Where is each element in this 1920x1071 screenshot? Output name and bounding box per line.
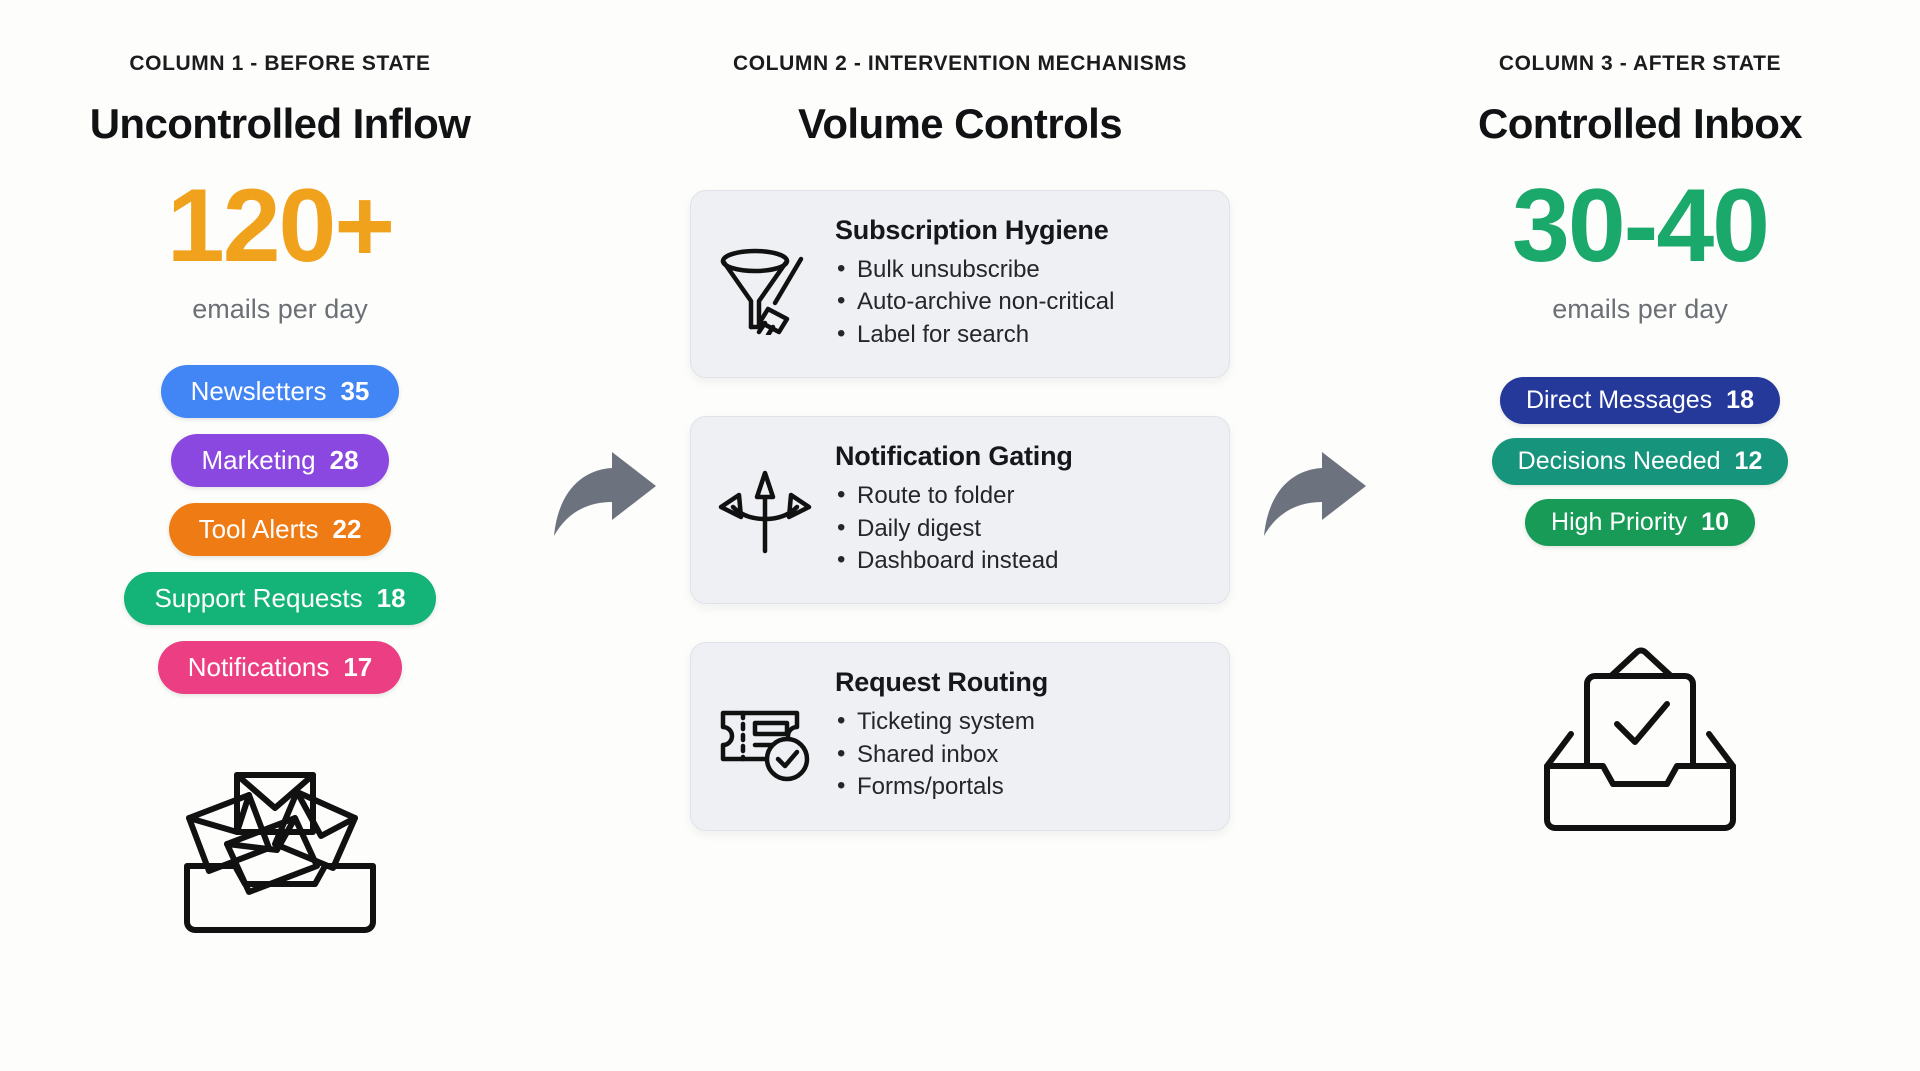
column-before-state: COLUMN 1 - BEFORE STATE Uncontrolled Inf… [30,0,530,940]
list-item: Notifications 17 [157,641,403,694]
pill-label: Direct Messages [1526,386,1713,414]
column-1-eyebrow: COLUMN 1 - BEFORE STATE [129,52,431,75]
list-item: Ticketing system [835,705,1203,738]
pill-label: Notifications [187,652,330,682]
pill-label: Newsletters [190,376,327,406]
list-item: Forms/portals [835,770,1203,803]
column-3-caption: emails per day [1552,294,1728,324]
card-title: Notification Gating [835,441,1073,472]
column-3-title: Controlled Inbox [1477,100,1803,147]
arrow-split-icon [713,457,817,561]
pill-count: 17 [343,652,373,682]
connector-arrow-1-container [530,0,680,1071]
list-item: Dashboard instead [835,544,1203,577]
overflowing-inbox-icon [165,740,395,940]
list-item: Shared inbox [835,738,1203,771]
list-item: Tool Alerts 22 [168,503,392,556]
column-3-eyebrow: COLUMN 3 - AFTER STATE [1498,52,1782,75]
column-1-big-number: 120+ [166,168,395,284]
list-item: Daily digest [835,512,1203,545]
list-item: Label for search [835,318,1203,351]
card-title: Subscription Hygiene [835,215,1109,245]
ticket-check-icon [713,683,817,787]
list-item: Decisions Needed 12 [1491,438,1789,485]
card-title: Request Routing [835,667,1048,698]
column-1-title: Uncontrolled Inflow [89,100,471,147]
pill-count: 28 [329,445,359,475]
before-category-pill-list: Newsletters 35 Marketing 28 Tool Alerts … [124,365,436,694]
column-1-caption: emails per day [192,294,368,324]
card-bullet-list: Ticketing system Shared inbox Forms/port… [835,705,1203,803]
list-item: Auto-archive non-critical [835,285,1203,318]
card-bullet-list: Route to folder Daily digest Dashboard i… [835,479,1203,577]
after-category-pill-list: Direct Messages 18 Decisions Needed 12 H… [1491,377,1789,546]
inbox-check-icon [1525,638,1755,838]
card-body: Subscription Hygiene Bulk unsubscribe Au… [835,215,1203,351]
card-body: Request Routing Ticketing system Shared … [835,667,1203,803]
column-2-title: Volume Controls [798,100,1123,147]
pill-count: 18 [1726,386,1754,414]
card-request-routing[interactable]: Request Routing Ticketing system Shared … [690,642,1230,831]
pill-label: Marketing [201,445,316,475]
list-item: Bulk unsubscribe [835,253,1203,286]
column-intervention-mechanisms: COLUMN 2 - INTERVENTION MECHANISMS Volum… [680,0,1240,831]
column-after-state: COLUMN 3 - AFTER STATE Controlled Inbox … [1390,0,1890,838]
list-item: Newsletters 35 [160,365,400,418]
pill-label: Decisions Needed [1517,447,1721,475]
card-bullet-list: Bulk unsubscribe Auto-archive non-critic… [835,253,1203,351]
curved-arrow-right-icon [554,451,656,536]
list-item: Direct Messages 18 [1500,377,1780,424]
pill-label: Support Requests [154,583,363,613]
column-3-big-number: 30-40 [1512,168,1770,284]
list-item: High Priority 10 [1525,499,1755,546]
list-item: Support Requests 18 [124,572,436,625]
column-2-eyebrow: COLUMN 2 - INTERVENTION MECHANISMS [732,52,1188,75]
connector-arrow-2-container [1240,0,1390,1071]
pill-count: 10 [1701,508,1729,536]
pill-count: 18 [376,583,406,613]
pill-count: 12 [1734,447,1763,475]
pill-label: High Priority [1551,508,1688,536]
pill-count: 22 [332,514,362,544]
list-item: Marketing 28 [171,434,389,487]
pill-label: Tool Alerts [198,514,319,544]
card-notification-gating[interactable]: Notification Gating Route to folder Dail… [690,416,1230,605]
mechanism-card-list: Subscription Hygiene Bulk unsubscribe Au… [690,190,1230,831]
funnel-broom-icon [713,231,817,336]
list-item: Route to folder [835,479,1203,512]
pill-count: 35 [340,376,370,406]
curved-arrow-right-icon [1264,451,1366,536]
card-subscription-hygiene[interactable]: Subscription Hygiene Bulk unsubscribe Au… [690,190,1230,379]
card-body: Notification Gating Route to folder Dail… [835,441,1203,577]
